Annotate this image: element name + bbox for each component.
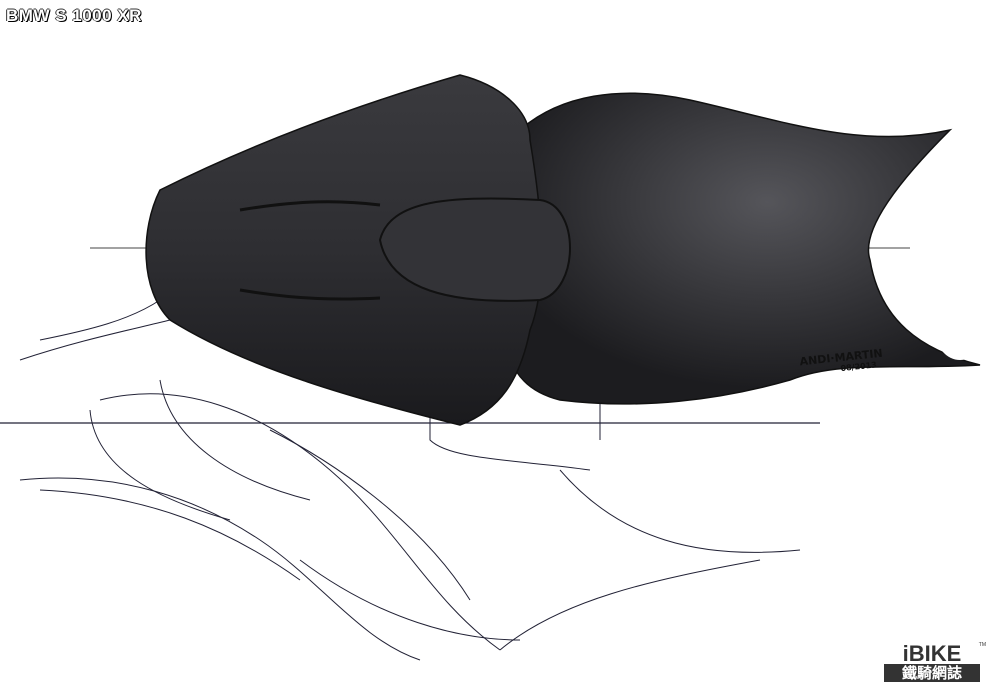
page-title: BMW S 1000 XR bbox=[6, 6, 142, 25]
ibike-logo: iBIKE 鐵騎網誌 TM bbox=[884, 641, 986, 682]
front-seat bbox=[145, 74, 543, 426]
logo-tm: TM bbox=[978, 642, 986, 648]
logo-brand: iBIKE bbox=[902, 641, 962, 666]
logo-chinese: 鐵騎網誌 bbox=[884, 664, 980, 682]
seat-center-panel bbox=[378, 197, 571, 302]
rear-seat bbox=[506, 92, 981, 405]
